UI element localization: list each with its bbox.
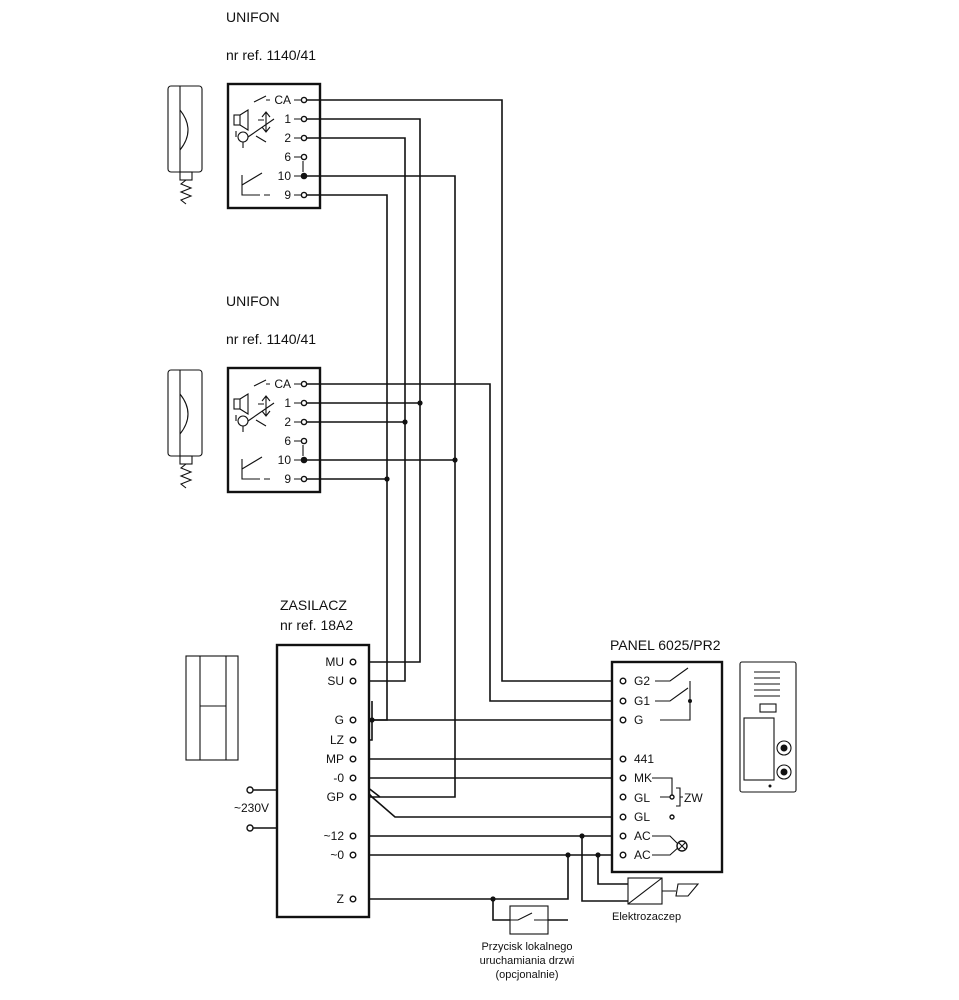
unifon-2-title: UNIFON [226,293,280,309]
unifon-1-box [226,82,322,210]
terminal-label: -0 [333,771,344,785]
terminal-label: 6 [284,150,291,164]
wires [250,99,628,921]
terminal-label: CA [274,93,291,107]
zasilacz-ref: nr ref. 18A2 [280,617,353,633]
unifon-2-ref: nr ref. 1140/41 [226,331,316,347]
terminal-label: 6 [284,434,291,448]
terminal-label: G [634,713,643,727]
unifon-1-ref: nr ref. 1140/41 [226,47,316,63]
elektrozaczep: Elektrozaczep [612,877,700,923]
speaker-icon [233,109,249,131]
terminal-label: MU [325,655,344,669]
terminal-label: 10 [278,453,292,467]
power-supply-icon [185,655,239,761]
unifon-1-title: UNIFON [226,9,280,25]
terminal-label: G2 [634,674,650,688]
unifon-1: UNIFON nr ref. 1140/41 CA 1 2 6 [167,9,322,210]
zasilacz-box [275,643,371,919]
przycisk-label-1: Przycisk lokalnego [481,941,572,953]
zasilacz: ZASILACZ nr ref. 18A2 ~230V MU SU G LZ M… [185,597,371,919]
handset-icon [167,85,203,205]
terminal-label: G1 [634,694,650,708]
terminal-label: ~12 [324,829,345,843]
przycisk: Przycisk lokalnego uruchamiania drzwi (o… [480,905,575,981]
terminal-label: GP [327,790,344,804]
handset-icon [167,369,203,489]
terminal-label: G [335,713,344,727]
terminal-label: 1 [284,112,291,126]
zw-label: ZW [684,791,703,805]
terminal-label: MP [326,752,344,766]
terminal-label: 1 [284,396,291,410]
terminal-label: 2 [284,131,291,145]
terminal-label: ~0 [330,848,344,862]
unifon-2: UNIFON nr ref. 1140/41 CA 1 2 6 10 [167,293,322,494]
terminal-label: LZ [330,733,344,747]
panel: PANEL 6025/PR2 G2 G1 G 441 MK GL GL AC A… [610,637,797,874]
mains-label: ~230V [234,801,269,815]
terminal-label: SU [327,674,344,688]
zasilacz-title: ZASILACZ [280,597,347,613]
elektrozaczep-label: Elektrozaczep [612,911,681,923]
panel-box [610,660,724,874]
terminal-label: 2 [284,415,291,429]
terminal-label: MK [634,771,652,785]
panel-terminals: G2 G1 G 441 MK GL GL AC AC [619,674,654,862]
terminal-label: 9 [284,188,291,202]
panel-title: PANEL 6025/PR2 [610,637,721,653]
terminal-label: AC [634,829,651,843]
terminal-label: CA [274,377,291,391]
junction-dots [301,173,601,902]
terminal-label: 9 [284,472,291,486]
terminal-label: 10 [278,169,292,183]
speaker-icon [233,393,249,415]
terminal-label: GL [634,810,650,824]
terminal-label: 441 [634,752,654,766]
door-panel-icon [739,661,797,793]
terminal-label: AC [634,848,651,862]
unifon-1-terminals: CA 1 2 6 10 9 [274,93,308,202]
zasilacz-terminals: MU SU G LZ MP -0 GP ~12 ~0 Z [324,655,357,906]
terminal-label: GL [634,791,650,805]
przycisk-label-3: (opcjonalnie) [496,969,559,981]
przycisk-label-2: uruchamiania drzwi [480,955,575,967]
terminal-label: Z [337,892,344,906]
